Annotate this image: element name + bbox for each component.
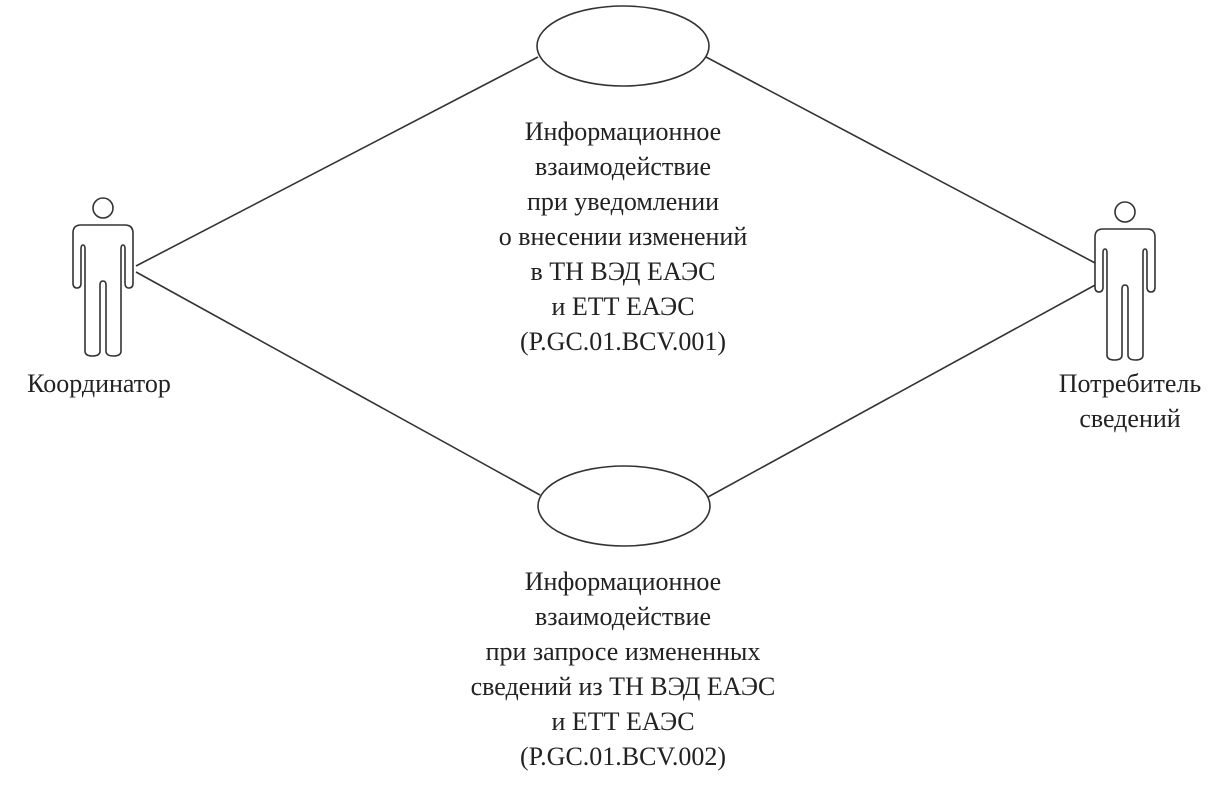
use-case-1-line: о внесении изменений <box>498 222 748 251</box>
use-case-1-line: Информационное <box>524 117 722 146</box>
use-case-2-line: и ЕТТ ЕАЭС <box>551 707 695 736</box>
use-case-1-line: при уведомлении <box>526 187 720 216</box>
use-case-2-line: Информационное <box>524 567 722 596</box>
association-coordinator-uc2 <box>135 271 541 496</box>
actor-consumer-label: Потребитель сведений <box>1030 366 1228 436</box>
use-case-2-line: сведений из ТН ВЭД ЕАЭС <box>470 672 776 701</box>
use-case-1-label: Информационное взаимодействие при уведом… <box>423 114 823 359</box>
use-case-2-line: взаимодействие <box>534 602 712 631</box>
use-case-1-line: взаимодействие <box>534 152 712 181</box>
actor-coordinator-label: Координатор <box>27 369 171 398</box>
use-case-1-line: в ТН ВЭД ЕАЭС <box>530 257 716 286</box>
actor-consumer-label-line: Потребитель <box>1058 369 1202 398</box>
association-coordinator-uc1 <box>135 56 539 267</box>
use-case-ellipse-2[interactable] <box>537 465 711 547</box>
actor-coordinator-icon[interactable] <box>72 197 134 357</box>
actor-consumer-icon[interactable] <box>1094 201 1156 361</box>
use-case-2-line: (P.GC.01.BCV.002) <box>519 742 727 771</box>
use-case-1-line: (P.GC.01.BCV.001) <box>519 327 727 356</box>
association-consumer-uc2 <box>707 283 1098 498</box>
use-case-2-line: при запросе измененных <box>485 637 761 666</box>
use-case-1-line: и ЕТТ ЕАЭС <box>551 292 695 321</box>
actor-consumer-label-line: сведений <box>1079 404 1181 433</box>
association-consumer-uc1 <box>705 56 1098 265</box>
use-case-2-label: Информационное взаимодействие при запрос… <box>423 564 823 774</box>
use-case-ellipse-1[interactable] <box>536 5 710 87</box>
